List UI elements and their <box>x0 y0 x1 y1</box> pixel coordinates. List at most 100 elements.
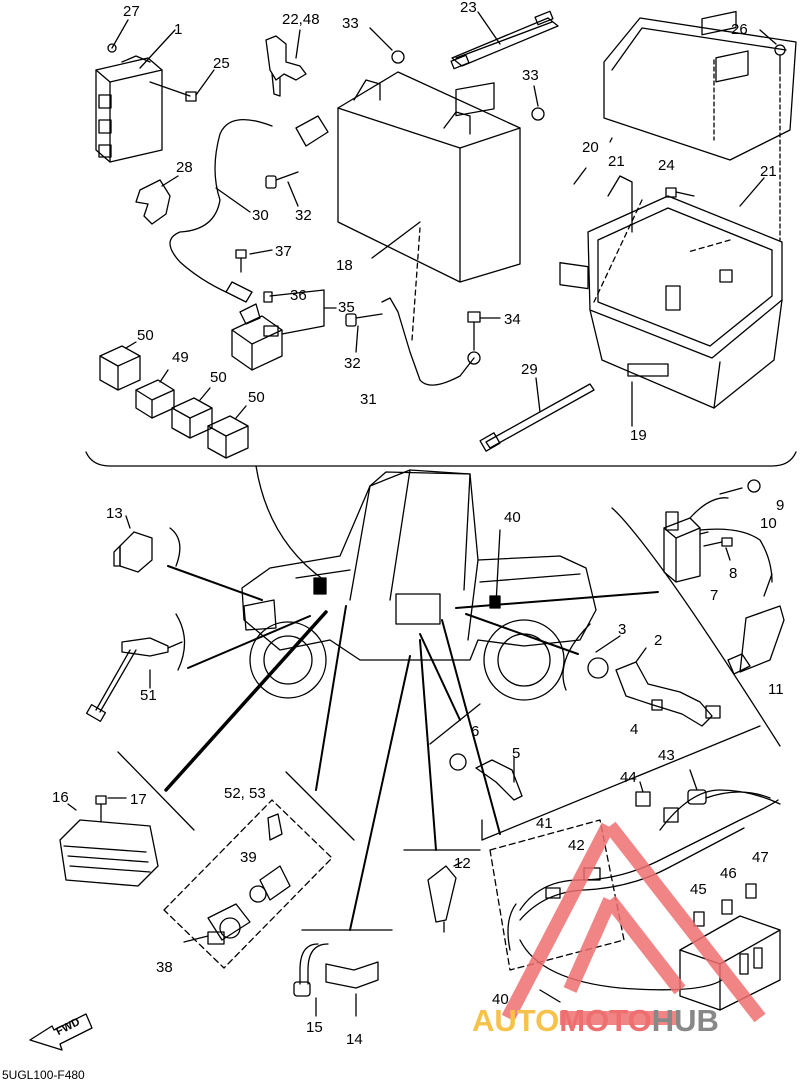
label-14: 14 <box>346 1031 363 1048</box>
label-50a: 50 <box>137 327 154 344</box>
label-17: 17 <box>130 791 147 808</box>
watermark-moto: MOTO <box>559 1003 652 1038</box>
label-44: 44 <box>620 769 637 786</box>
label-36: 36 <box>290 287 307 304</box>
label-35: 35 <box>338 299 355 316</box>
bolt-8 <box>703 537 733 561</box>
label-41: 41 <box>536 815 553 832</box>
label-8: 8 <box>729 565 737 582</box>
sensor-12 <box>427 861 463 933</box>
label-13: 13 <box>106 505 123 522</box>
callout-labels: 27 1 25 22,48 33 23 26 33 28 30 32 37 18… <box>52 0 784 1048</box>
leader-40 <box>495 529 501 605</box>
plug-cap-11 <box>727 573 785 675</box>
control-unit-part <box>95 55 163 163</box>
cover-20 <box>603 17 797 161</box>
screw-27 <box>107 43 117 53</box>
watermark-auto: AUTO <box>472 1003 560 1038</box>
label-25: 25 <box>213 55 230 72</box>
group-38 <box>163 799 333 969</box>
label-21b: 21 <box>760 163 777 180</box>
relay-44 <box>635 781 679 823</box>
relay-35 <box>231 291 283 371</box>
label-28: 28 <box>176 159 193 176</box>
section-divider <box>85 451 797 467</box>
label-12: 12 <box>454 855 471 872</box>
pad-21a <box>559 262 589 290</box>
cable-30 <box>169 115 329 303</box>
label-52-53: 52, 53 <box>224 785 266 802</box>
bolt-24 <box>665 187 695 198</box>
bolt-34 <box>467 311 501 351</box>
group-41 <box>489 819 625 971</box>
label-45: 45 <box>690 881 707 898</box>
relay-49 <box>135 369 175 419</box>
switch-13 <box>113 515 153 573</box>
regulator-16 <box>59 803 159 887</box>
label-16: 16 <box>52 789 69 806</box>
relay-50a <box>99 341 141 391</box>
label-5: 5 <box>512 745 520 762</box>
label-20: 20 <box>582 139 599 156</box>
label-7: 7 <box>710 587 718 604</box>
diagram-code: 5UGL100-F480 <box>2 1068 85 1082</box>
watermark-text: AUTOMOTOHUB <box>472 1003 719 1039</box>
label-2: 2 <box>654 632 662 649</box>
pad-21b <box>715 50 749 83</box>
label-30: 30 <box>252 207 269 224</box>
label-49: 49 <box>172 349 189 366</box>
label-32a: 32 <box>295 207 312 224</box>
resistor-43 <box>687 769 771 805</box>
harness-bracket <box>481 725 761 841</box>
vehicle-outline <box>241 469 597 701</box>
sensor-14-15 <box>293 943 379 1017</box>
sensor-2-3-4 <box>587 635 721 727</box>
label-3: 3 <box>618 621 626 638</box>
label-26: 26 <box>731 21 748 38</box>
bracket-22 <box>265 29 307 97</box>
label-29: 29 <box>521 361 538 378</box>
label-18: 18 <box>336 257 353 274</box>
label-21a: 21 <box>608 153 625 170</box>
label-23: 23 <box>460 0 477 16</box>
bolt-25 <box>149 69 215 102</box>
label-4: 4 <box>630 721 638 738</box>
bolt-33b <box>531 107 545 121</box>
strap-23 <box>450 10 559 70</box>
clip-28 <box>135 179 171 225</box>
watermark-hub: HUB <box>651 1003 719 1038</box>
pad-24 <box>701 10 737 36</box>
relay-50b <box>171 387 213 439</box>
label-50c: 50 <box>248 389 265 406</box>
battery-18 <box>337 71 521 283</box>
label-6: 6 <box>471 723 479 740</box>
label-1: 1 <box>174 21 182 38</box>
label-50b: 50 <box>210 369 227 386</box>
sender-5-6 <box>449 753 523 801</box>
tie-29 <box>479 377 595 452</box>
label-22-48: 22,48 <box>282 11 320 28</box>
label-39: 39 <box>240 849 257 866</box>
label-11: 11 <box>768 681 784 698</box>
fwd-arrow <box>29 1013 93 1051</box>
screw-26 <box>759 29 786 71</box>
bolt-37 <box>235 249 273 273</box>
wire-10 <box>699 528 773 583</box>
cable-31 <box>381 297 481 386</box>
label-15: 15 <box>306 1019 323 1036</box>
label-42: 42 <box>568 837 585 854</box>
switch-39 <box>249 813 291 903</box>
label-34: 34 <box>504 311 521 328</box>
label-40a: 40 <box>504 509 521 526</box>
fuses-45-47 <box>693 883 757 927</box>
watermark-logo <box>501 821 766 1025</box>
label-38: 38 <box>156 959 173 976</box>
label-32b: 32 <box>344 355 361 372</box>
label-10: 10 <box>760 515 777 532</box>
bolt-32b <box>345 313 383 353</box>
label-43: 43 <box>658 747 675 764</box>
label-24: 24 <box>658 157 675 174</box>
bolt-33a <box>391 50 405 64</box>
label-47: 47 <box>752 849 769 866</box>
